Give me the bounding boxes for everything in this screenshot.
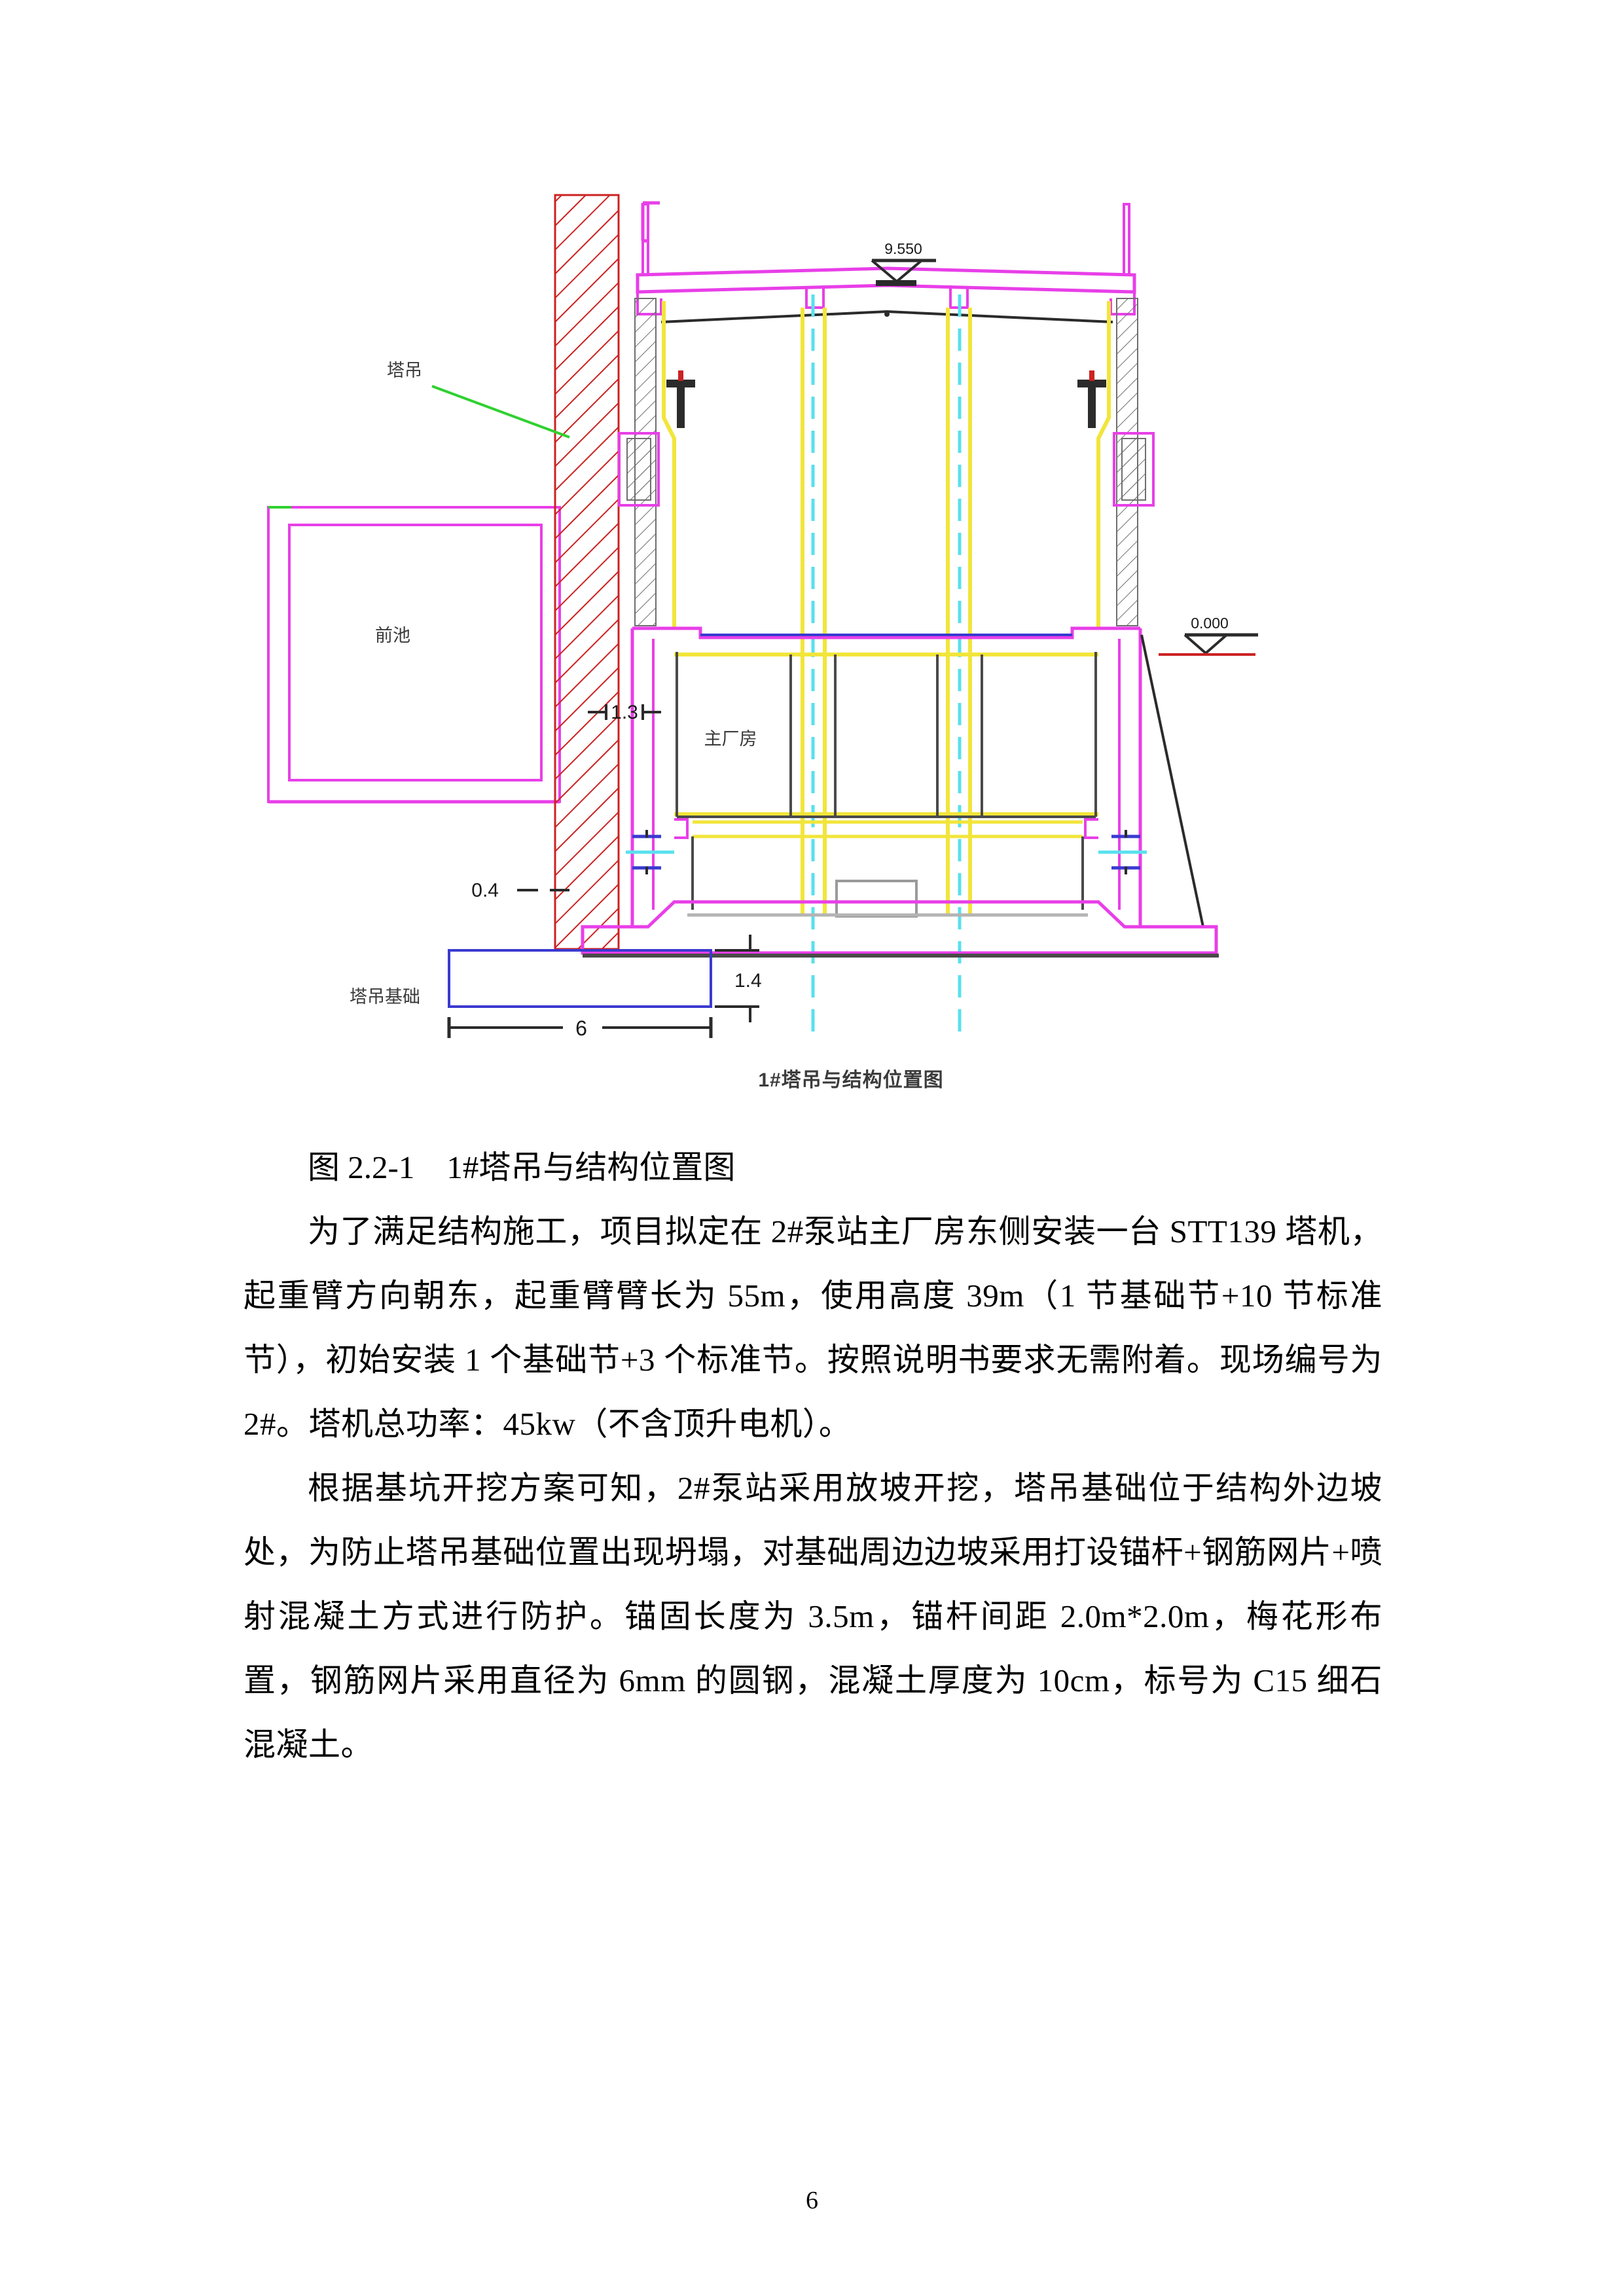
dimension-value-1-4: 1.4 (734, 970, 762, 992)
paragraph-1: 为了满足结构施工，项目拟定在 2#泵站主厂房东侧安装一台 STT139 塔机，起… (244, 1213, 1382, 1442)
page-number: 6 (806, 2187, 818, 2214)
figure-tower-crane-structure-position: 前池 塔吊 (242, 177, 1460, 1119)
cad-drawing: 前池 塔吊 (267, 194, 1258, 1041)
dimension-foundation-height: 1.4 (715, 935, 762, 1022)
figure-caption: 图 2.2-1 1#塔吊与结构位置图 (308, 1149, 736, 1185)
figure-inner-caption: 1#塔吊与结构位置图 (758, 1069, 944, 1091)
elevation-marker-ground: 0.000 (1159, 615, 1258, 656)
elevation-value-ground: 0.000 (1191, 615, 1229, 632)
excavation-slope-hatch (554, 194, 620, 950)
crane-rail-bracket-left (666, 370, 695, 428)
forebay-group: 前池 (267, 506, 561, 804)
wall-opening-right (1113, 432, 1155, 507)
forebay-label: 前池 (375, 626, 410, 645)
elevation-marker-roof: 9.550 (871, 240, 936, 286)
tower-crane-label: 塔吊 (387, 361, 422, 380)
dimension-forebay-gap: 0.4 (471, 880, 569, 901)
anchor-marks-right (1098, 830, 1147, 874)
dimension-foundation-width: 6 (447, 1016, 713, 1040)
tower-crane-callout: 塔吊 (387, 361, 570, 439)
tower-crane-foundation-group: 塔吊基础 1.4 6 (350, 935, 762, 1040)
main-plant-label: 主厂房 (704, 729, 757, 749)
main-building-section: 9.550 (581, 201, 1258, 1041)
dimension-value-6: 6 (575, 1016, 587, 1040)
dimension-value-0-4: 0.4 (471, 880, 499, 901)
anchor-marks-left (626, 830, 674, 874)
crane-rail-bracket-right (1077, 370, 1106, 428)
crane-foundation-label: 塔吊基础 (350, 987, 420, 1007)
dimension-value-1-3: 1.3 (611, 702, 638, 723)
dimension-wall-to-plant: 1.3 (588, 702, 661, 723)
elevation-value-roof: 9.550 (884, 240, 922, 257)
paragraph-2: 根据基坑开挖方案可知，2#泵站采用放坡开挖，塔吊基础位于结构外边坡处，为防止塔吊… (244, 1470, 1382, 1763)
document-body: 图 2.2-1 1#塔吊与结构位置图 为了满足结构施工，项目拟定在 2#泵站主厂… (244, 1136, 1382, 1777)
wall-opening-left (618, 432, 660, 507)
